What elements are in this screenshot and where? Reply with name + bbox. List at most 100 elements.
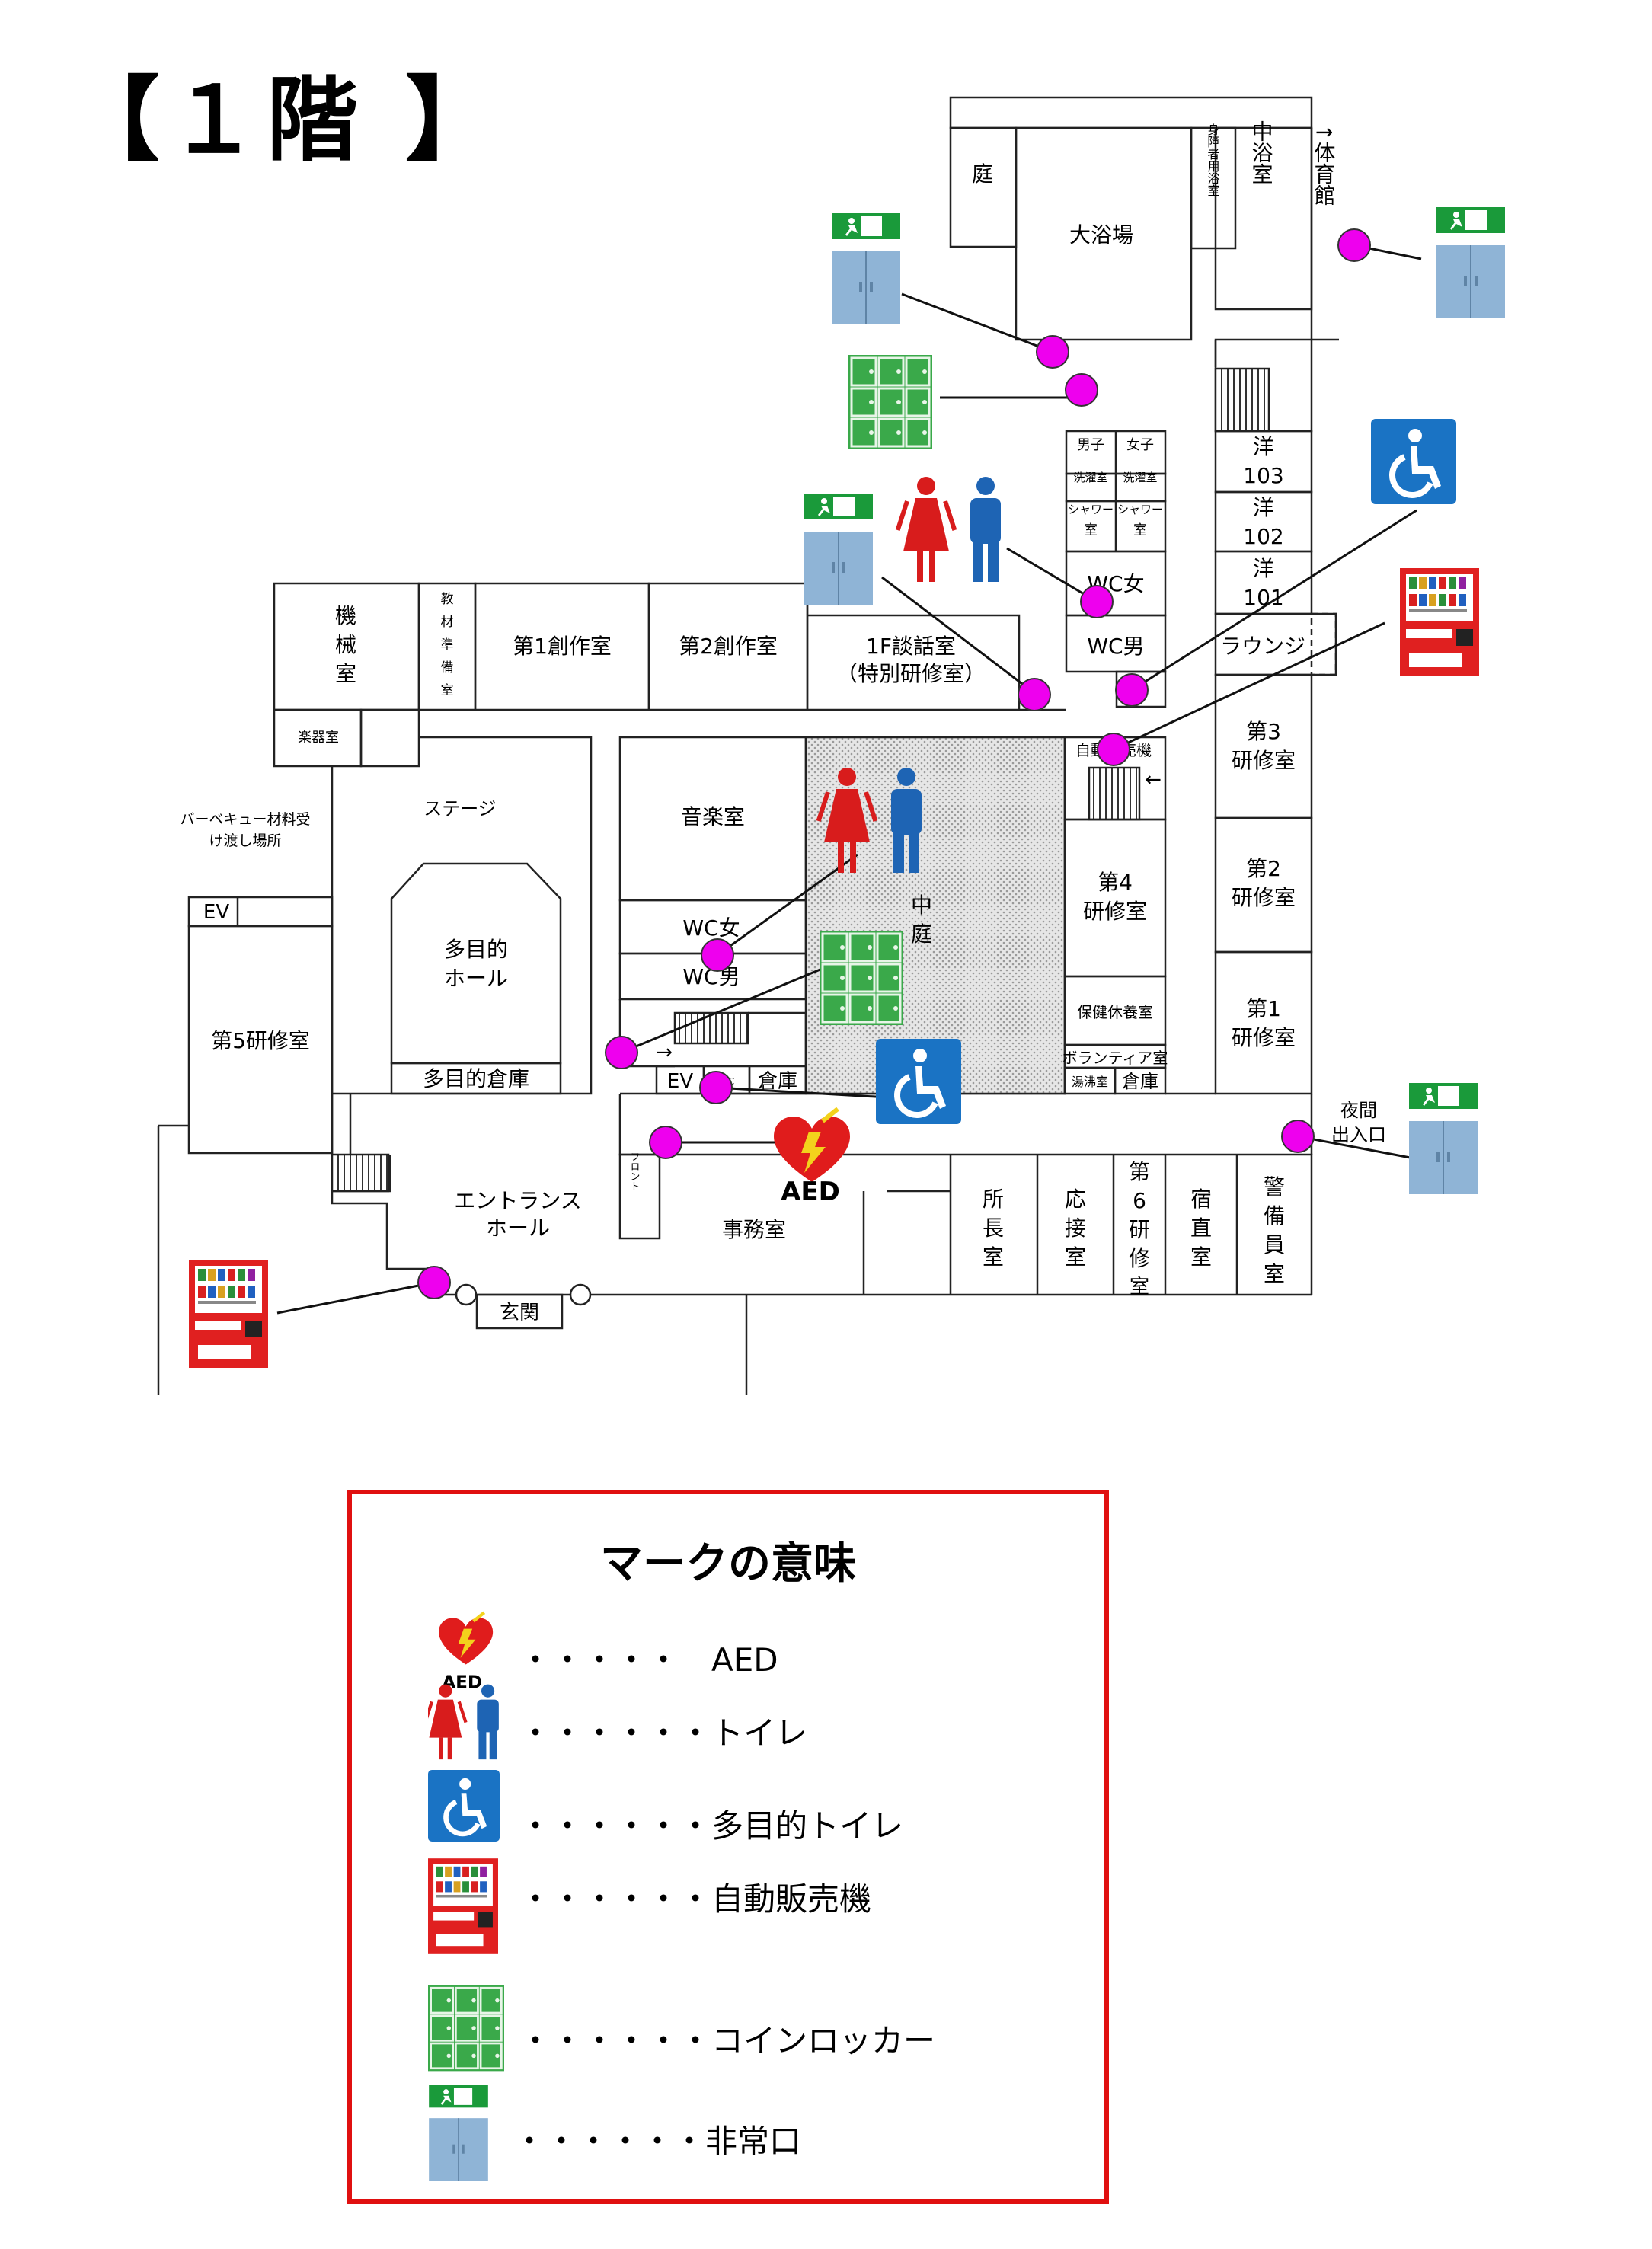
room-label-ousetsu3: 室 xyxy=(1065,1244,1086,1270)
room-label-kenshu5: 第5研修室 xyxy=(211,1028,310,1053)
emergency-exit-icon xyxy=(832,213,900,324)
location-marker xyxy=(649,1126,682,1159)
legend-label-locker: ・・・・・・コインロッカー xyxy=(519,2022,936,2059)
emergency-exit-icon xyxy=(1436,207,1505,318)
room-label-kyozai5: 室 xyxy=(441,683,454,698)
legend-item-exit: ・・・・・・非常口 xyxy=(428,2085,1083,2181)
room-label-yakan1: 夜間 xyxy=(1340,1100,1377,1121)
room-label-souko-c: 倉庫 xyxy=(758,1070,797,1093)
coin-locker-icon xyxy=(847,353,934,451)
location-marker xyxy=(1115,673,1149,707)
room-label-lounge: ラウンジ xyxy=(1220,634,1305,659)
room-label-bbq1: バーベキュー材料受 xyxy=(180,811,310,828)
room-label-sousaku1: 第1創作室 xyxy=(513,634,612,659)
legend-label-toilet: ・・・・・・トイレ xyxy=(519,1714,808,1752)
room-label-kyozai1: 教 xyxy=(441,592,454,607)
room-label-sentaku1: 洗濯室 xyxy=(1073,471,1107,484)
room-label-tamoku-souko: 多目的倉庫 xyxy=(423,1066,529,1091)
room-label-chuyoku: 中浴室 xyxy=(1249,120,1274,184)
room-label-tamoku2: ホール xyxy=(444,966,508,991)
room-label-kikai1: 機 xyxy=(335,603,356,628)
location-marker xyxy=(1097,733,1130,766)
vending-machine-icon xyxy=(428,1858,498,1954)
room-label-you103b: 103 xyxy=(1243,463,1283,488)
legend-item-accessible: ・・・・・・多目的トイレ xyxy=(428,1770,1083,1861)
legend-item-vending: ・・・・・・自動販売機 xyxy=(428,1858,1083,1954)
accessible-toilet-icon xyxy=(876,1039,961,1124)
location-marker xyxy=(1018,678,1051,711)
room-label-arrow-right: → xyxy=(656,1041,673,1064)
room-label-volunteer: ボランティア室 xyxy=(1062,1049,1168,1067)
toilet-icon xyxy=(428,1684,499,1760)
room-label-you102a: 洋 xyxy=(1253,495,1274,520)
room-label-shochou1: 所 xyxy=(983,1187,1004,1212)
room-label-keibi2: 備 xyxy=(1264,1203,1285,1228)
location-marker xyxy=(605,1036,638,1069)
vending-machine-icon xyxy=(1400,568,1479,676)
room-label-jimushitsu: 事務室 xyxy=(722,1217,786,1242)
room-label-hoken: 保健休養室 xyxy=(1077,1003,1153,1021)
room-label-keibi1: 警 xyxy=(1264,1174,1285,1200)
room-label-yakan2: 出入口 xyxy=(1331,1124,1386,1145)
room-label-kyozai3: 準 xyxy=(441,637,454,653)
room-label-kikai2: 械 xyxy=(335,632,356,657)
legend-label-vending: ・・・・・・自動販売機 xyxy=(519,1880,872,1918)
accessible-toilet-icon xyxy=(1371,419,1456,504)
room-label-danwa2: （特別研修室） xyxy=(836,661,986,686)
room-label-kenshu2b: 研修室 xyxy=(1232,885,1296,910)
room-label-ev1: EV xyxy=(203,901,229,924)
room-label-taiikukan: ↑体育館 xyxy=(1312,123,1337,205)
room-label-gakki: 楽器室 xyxy=(298,730,339,746)
coin-locker-icon xyxy=(428,1985,504,2072)
room-label-nakaniwa1: 中 xyxy=(911,893,932,918)
aed-label: AED xyxy=(781,1177,840,1207)
room-label-shower2b: 室 xyxy=(1133,522,1147,538)
room-label-shougaisha: 身障者用浴室 xyxy=(1206,123,1220,196)
vending-machine-icon xyxy=(189,1260,268,1368)
room-label-shuku1: 宿 xyxy=(1190,1187,1212,1212)
room-label-you102b: 102 xyxy=(1243,524,1283,549)
room-label-kenshu2a: 第2 xyxy=(1246,856,1281,881)
legend-item-toilet: ・・・・・・トイレ xyxy=(428,1682,1083,1773)
room-label-bbq2: け渡し場所 xyxy=(209,832,281,849)
room-label-kenshu6c: 研 xyxy=(1129,1217,1150,1242)
room-label-kenshu6e: 室 xyxy=(1130,1276,1149,1299)
legend-label-aed: ・・・・・ AED xyxy=(519,1641,778,1679)
room-label-you103a: 洋 xyxy=(1253,434,1274,459)
room-label-kenshu1b: 研修室 xyxy=(1232,1025,1296,1050)
page-title: 【１階 】 xyxy=(69,68,504,174)
room-label-front: フロント xyxy=(628,1152,640,1191)
room-label-yuwakashi: 湯沸室 xyxy=(1072,1075,1108,1089)
aed-icon: AED xyxy=(428,1608,504,1692)
room-label-souko-r: 倉庫 xyxy=(1122,1071,1158,1092)
legend-title: マークの意味 xyxy=(600,1539,856,1589)
room-label-shower1a: シャワー xyxy=(1068,503,1114,516)
room-label-danshi: 男子 xyxy=(1077,437,1104,453)
room-label-kyozai4: 備 xyxy=(441,660,454,676)
room-label-joshi: 女子 xyxy=(1126,437,1154,453)
room-label-danwa1: 1F談話室 xyxy=(866,634,956,659)
coin-locker-icon xyxy=(818,929,905,1027)
room-label-daiyokushitsu: 大浴場 xyxy=(1069,222,1133,248)
room-label-sousaku2: 第2創作室 xyxy=(679,634,778,659)
accessible-toilet-icon xyxy=(428,1770,500,1842)
emergency-exit-icon xyxy=(429,2085,488,2181)
aed-icon xyxy=(774,1109,850,1182)
room-label-nakaniwa2: 庭 xyxy=(911,922,932,947)
room-label-keibi3: 員 xyxy=(1264,1232,1285,1257)
room-label-kyozai2: 材 xyxy=(441,615,454,630)
room-label-you101b: 101 xyxy=(1243,585,1283,610)
room-label-kenshu1a: 第1 xyxy=(1246,996,1281,1021)
legend-label-accessible: ・・・・・・多目的トイレ xyxy=(519,1807,904,1845)
location-marker xyxy=(1080,585,1114,618)
room-label-sentaku2: 洗濯室 xyxy=(1123,471,1157,484)
legend-item-locker: ・・・・・・コインロッカー xyxy=(428,1985,1083,2076)
room-label-kenshu3b: 研修室 xyxy=(1232,748,1296,773)
room-label-wc-men-1: WC男 xyxy=(1087,634,1144,659)
room-label-arrow-left: ← xyxy=(1145,768,1162,791)
room-label-entrance1: エントランス xyxy=(454,1188,581,1213)
room-label-stage: ステージ xyxy=(423,798,497,819)
emergency-exit-icon xyxy=(804,494,873,605)
room-label-shochou3: 室 xyxy=(983,1244,1004,1270)
legend-box: マークの意味 AED ・・・・・ AED ・・・・・・トイレ ・・・・・・多目的… xyxy=(347,1490,1109,2204)
